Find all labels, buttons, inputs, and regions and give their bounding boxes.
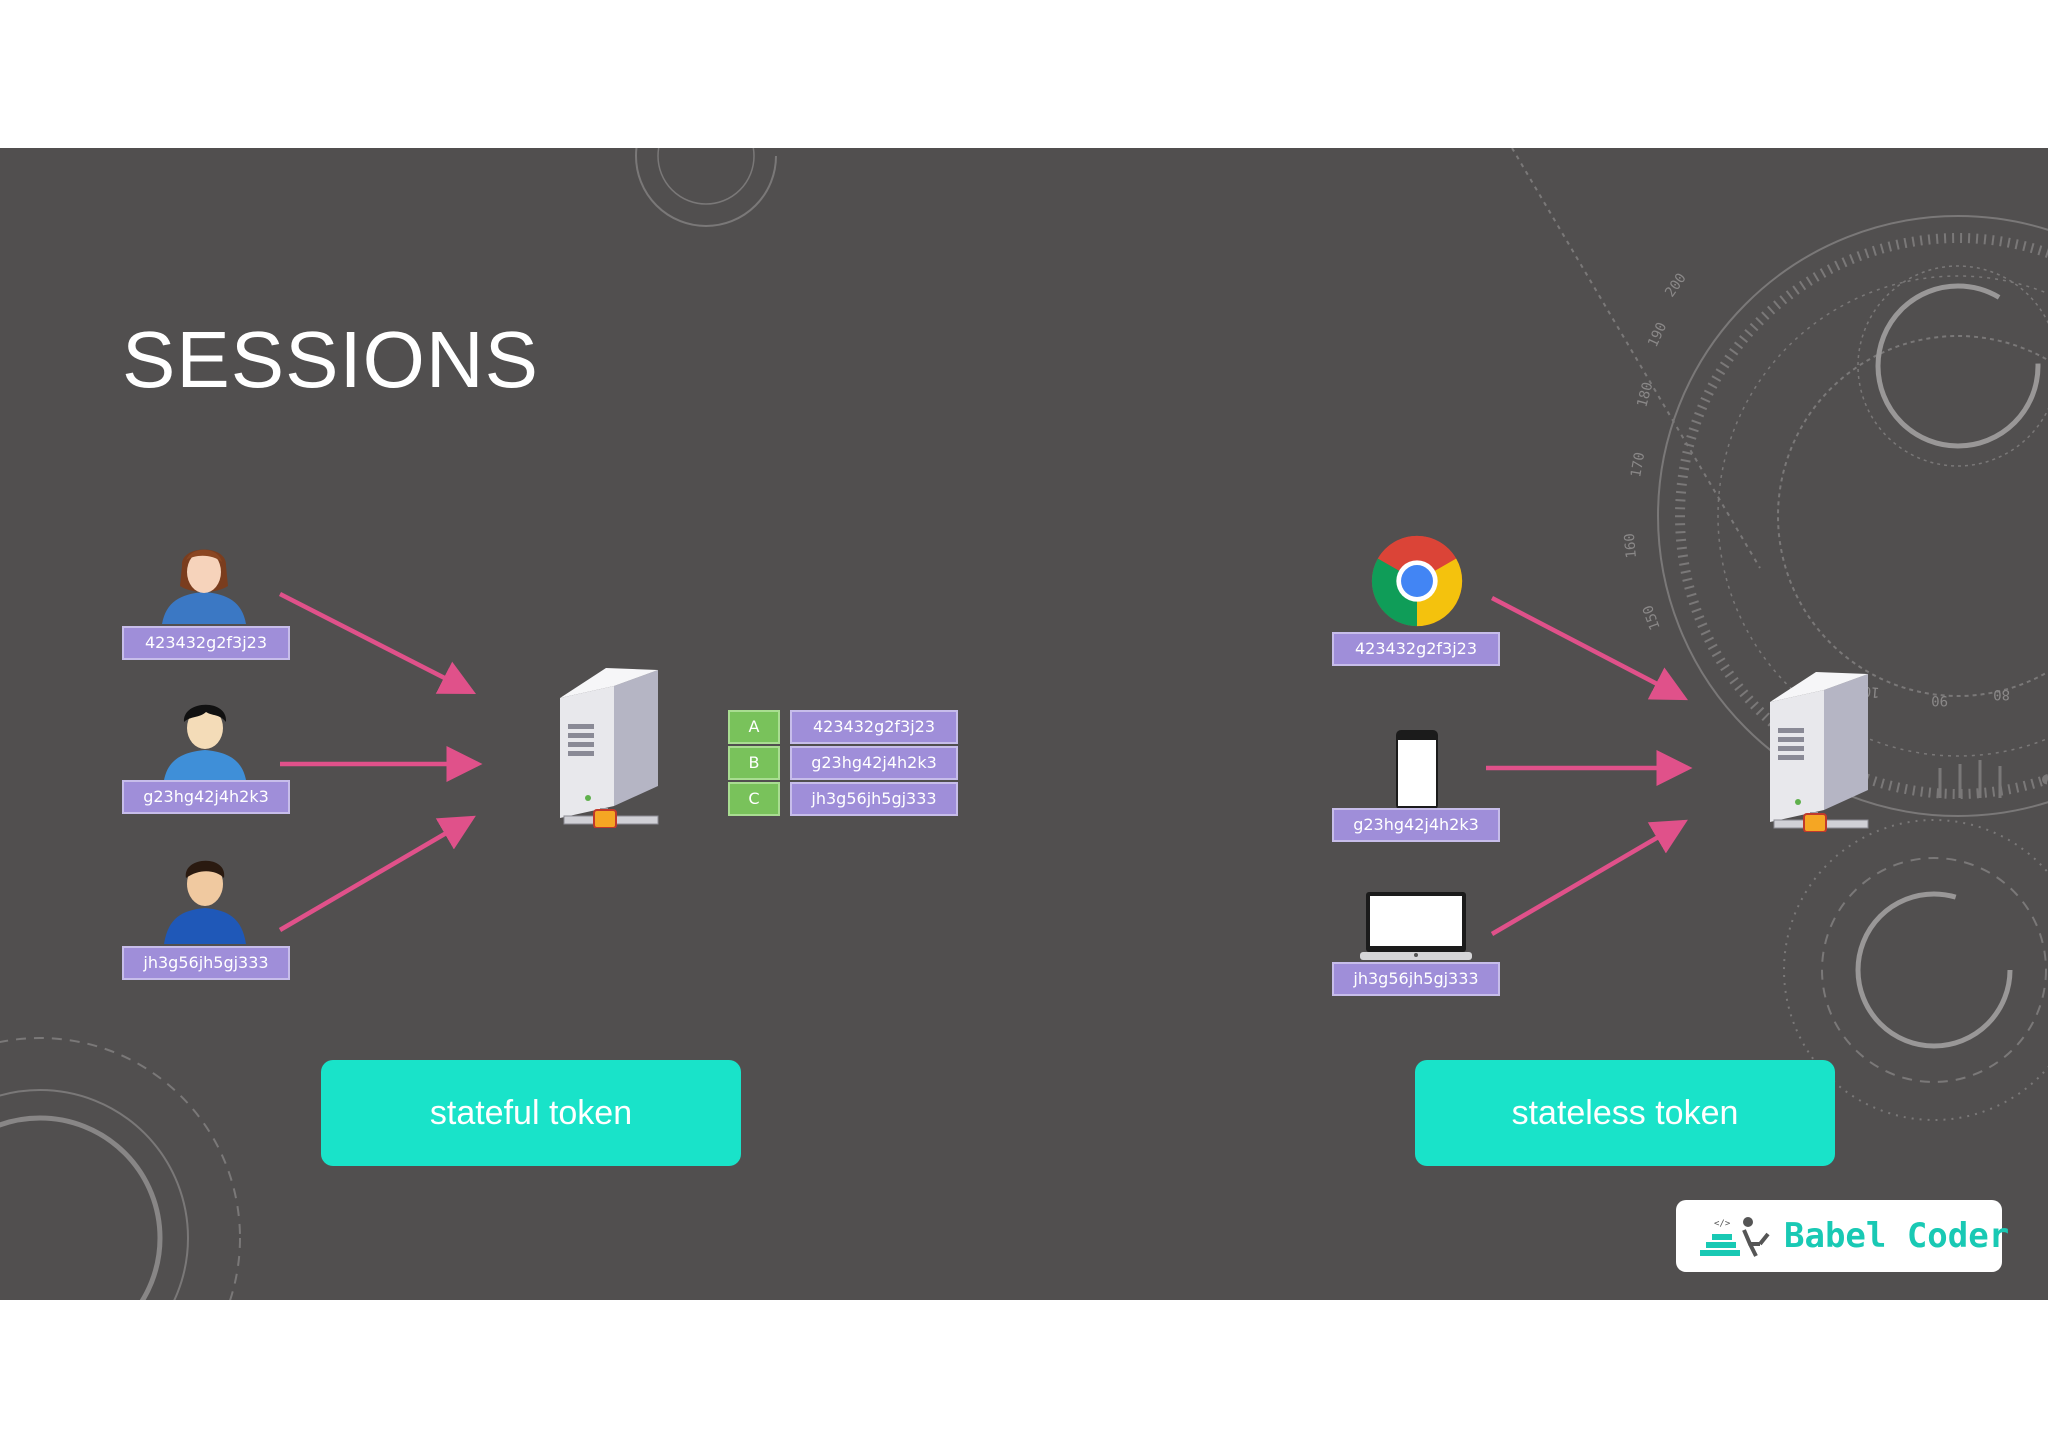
server-icon xyxy=(1770,672,1869,832)
arrow-chrome-to-server xyxy=(1490,596,1688,701)
session-key: C xyxy=(728,782,780,816)
session-key: B xyxy=(728,746,780,780)
mobile-phone-icon xyxy=(1396,730,1438,810)
chrome-browser-icon xyxy=(1371,535,1463,627)
svg-text:170: 170 xyxy=(1628,451,1648,479)
svg-text:</>: </> xyxy=(1714,1219,1731,1229)
client-token-label: jh3g56jh5gj333 xyxy=(1332,962,1500,996)
user-token-label: jh3g56jh5gj333 xyxy=(122,946,290,980)
svg-text:80: 80 xyxy=(1993,686,2010,702)
stateless-token-button[interactable]: stateless token xyxy=(1415,1060,1835,1166)
user-token-label: g23hg42j4h2k3 xyxy=(122,780,290,814)
arrow-user1-to-server xyxy=(278,591,477,695)
svg-text:90: 90 xyxy=(1931,692,1948,708)
stateful-token-button[interactable]: stateful token xyxy=(321,1060,741,1166)
client-token-label: 423432g2f3j23 xyxy=(1332,632,1500,666)
laptop-icon xyxy=(1360,892,1472,960)
session-token: jh3g56jh5gj333 xyxy=(790,782,958,816)
user-female-icon xyxy=(162,549,246,624)
brand-logo-text: Babel Coder xyxy=(1784,1216,2010,1256)
background-decoration: 170 180 190 200 160 150 100 90 80 xyxy=(0,148,2048,1300)
slide-title: SESSIONS xyxy=(122,315,540,404)
server-icon xyxy=(560,668,659,828)
user-male-icon xyxy=(164,704,246,780)
slide: 170 180 190 200 160 150 100 90 80 SESSIO… xyxy=(0,148,2048,1300)
arrow-laptop-to-server xyxy=(1490,819,1688,936)
session-token: 423432g2f3j23 xyxy=(790,710,958,744)
svg-text:180: 180 xyxy=(1634,380,1656,409)
brand-logo: </> Babel Coder xyxy=(1676,1200,2009,1272)
client-token-label: g23hg42j4h2k3 xyxy=(1332,808,1500,842)
arrow-user3-to-server xyxy=(278,815,476,932)
babel-coder-logo-icon: </> xyxy=(1700,1217,1770,1257)
session-token: g23hg42j4h2k3 xyxy=(790,746,958,780)
session-key: A xyxy=(728,710,780,744)
user-token-label: 423432g2f3j23 xyxy=(122,626,290,660)
svg-text:160: 160 xyxy=(1622,532,1640,559)
user-male-blue-shirt-icon xyxy=(164,860,246,944)
flow-arrows xyxy=(278,591,1693,936)
